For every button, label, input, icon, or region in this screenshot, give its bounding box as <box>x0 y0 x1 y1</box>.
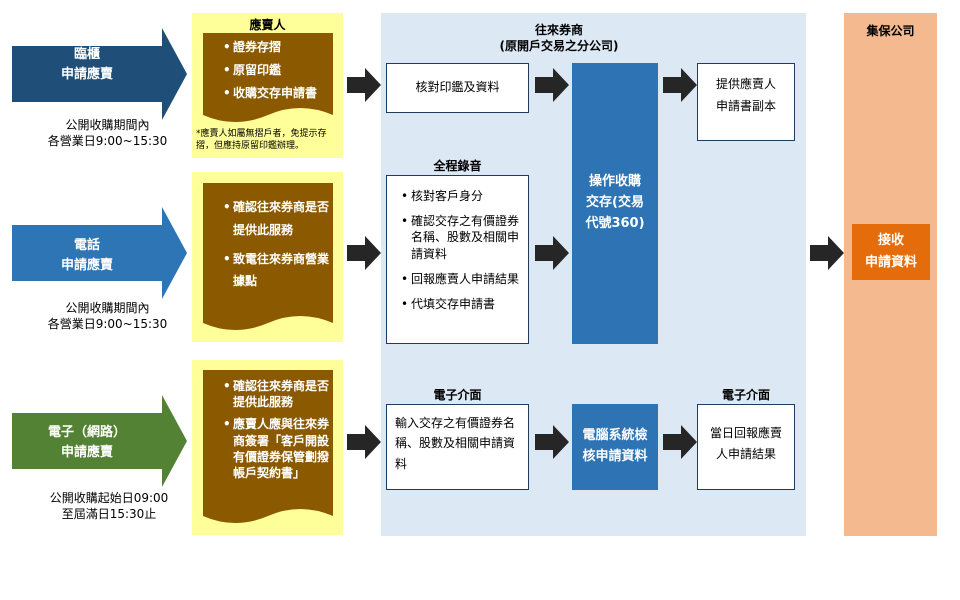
seller-item-confirm-broker-online: 確認往來券商是否提供此服務 <box>223 378 333 410</box>
broker-title: 往來券商 (原開戶交易之分公司) <box>499 23 619 54</box>
broker-computer-check-box: 電腦系統檢核申請資料 <box>572 404 658 490</box>
broker-verify-seal-box: 核對印鑑及資料 <box>386 63 529 113</box>
channel-label-phone: 電話 申請應賣 <box>60 238 113 273</box>
seller-item-call-broker: 致電往來券商營業據點 <box>223 248 331 294</box>
seller-item-form: 收購交存申請書 <box>223 84 337 103</box>
broker-result-box: 當日回報應賣人申請結果 <box>697 404 795 490</box>
broker-recording-box: 核對客戶身分 確認交存之有價證券名稱、股數及相關申請資料 回報應賣人申請結果 代… <box>386 175 529 344</box>
channel-time-counter: 公開收購期間內 各營業日9:00~15:30 <box>47 118 168 149</box>
seller-item-sign-contract: 應賣人應與往來券商簽署「客戶開設有價證券保管劃撥帳戶契約書」 <box>223 416 333 481</box>
broker-item-fill-form: 代填交存申請書 <box>401 296 522 312</box>
seller-note: *應賣人如屬無摺戶者，免提示存摺，但應持原留印鑑辦理。 <box>196 129 327 151</box>
seller-items-online: 確認往來券商是否提供此服務 應賣人應與往來券商簽署「客戶開設有價證券保管劃撥帳戶… <box>219 378 333 481</box>
channel-arrow-phone <box>12 207 187 299</box>
seller-items-counter: 證券存摺 原留印鑑 收購交存申請書 <box>219 38 337 104</box>
channel-label-counter: 臨櫃 申請應賣 <box>60 47 113 82</box>
seller-item-passbook: 證券存摺 <box>223 38 337 57</box>
seller-items-phone: 確認往來券商是否提供此服務 致電往來券商營業據點 <box>219 196 331 293</box>
channel-time-online: 公開收購起始日09:00 至屆滿日15:30止 <box>49 491 169 522</box>
broker-electronic-title-2: 電子介面 <box>721 388 770 402</box>
seller-item-confirm-broker: 確認往來券商是否提供此服務 <box>223 196 331 242</box>
depository-title: 集保公司 <box>866 24 915 38</box>
depository-receive-box: 接收 申請資料 <box>852 224 930 280</box>
broker-item-confirm-securities: 確認交存之有價證券名稱、股數及相關申請資料 <box>401 213 522 262</box>
channel-label-online: 電子（網路） 申請應賣 <box>47 425 126 460</box>
broker-operate-box: 操作收購交存(交易代號360) <box>572 63 658 344</box>
broker-input-box: 輸入交存之有價證券名稱、股數及相關申請資料 <box>386 404 529 490</box>
broker-item-verify-id: 核對客戶身分 <box>401 188 522 204</box>
broker-electronic-title: 電子介面 <box>433 388 482 402</box>
channel-arrow-counter <box>12 28 187 120</box>
broker-copy-box: 提供應賣人申請書副本 <box>697 63 795 141</box>
broker-item-report-result: 回報應賣人申請結果 <box>401 271 522 287</box>
seller-item-seal: 原留印鑑 <box>223 61 337 80</box>
channel-time-phone: 公開收購期間內 各營業日9:00~15:30 <box>47 301 168 332</box>
seller-title: 應賣人 <box>249 18 286 32</box>
broker-recording-title: 全程錄音 <box>433 159 482 173</box>
channel-arrow-online <box>12 395 187 487</box>
